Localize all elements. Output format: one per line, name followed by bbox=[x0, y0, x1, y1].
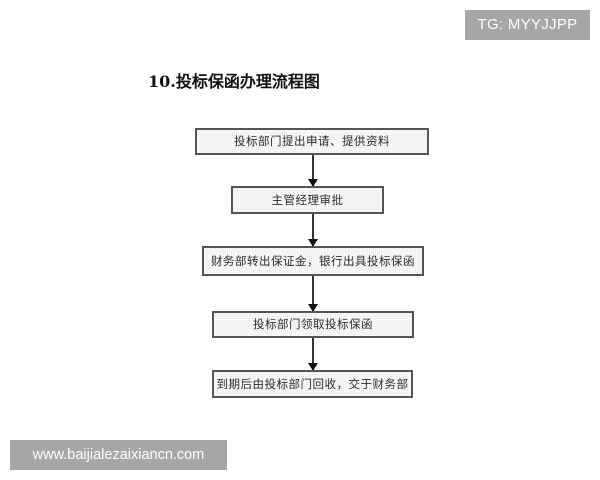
arrow-down-icon bbox=[308, 214, 318, 247]
flow-step-label: 投标部门领取投标保函 bbox=[253, 317, 373, 331]
flow-step-finance-bank: 财务部转出保证金，银行出具投标保函 bbox=[202, 246, 424, 276]
flow-step-label: 投标部门提出申请、提供资料 bbox=[234, 134, 390, 148]
arrow-down-icon bbox=[308, 276, 318, 312]
flow-step-label: 主管经理审批 bbox=[271, 193, 344, 207]
flow-step-manager-approval: 主管经理审批 bbox=[231, 186, 384, 214]
watermark-website: www.baijialezaixiancn.com bbox=[10, 440, 227, 470]
arrow-down-icon bbox=[308, 338, 318, 371]
flow-step-label: 财务部转出保证金，银行出具投标保函 bbox=[211, 254, 415, 268]
arrow-down-icon bbox=[308, 155, 318, 187]
flow-step-return-finance: 到期后由投标部门回收，交于财务部 bbox=[212, 370, 413, 398]
flow-step-label: 到期后由投标部门回收，交于财务部 bbox=[216, 377, 409, 391]
flow-step-apply: 投标部门提出申请、提供资料 bbox=[195, 128, 429, 155]
flow-step-collect-guarantee: 投标部门领取投标保函 bbox=[212, 311, 414, 338]
diagram-title: 10.投标保函办理流程图 bbox=[148, 72, 320, 91]
watermark-telegram: TG: MYYJJPP bbox=[465, 10, 590, 40]
